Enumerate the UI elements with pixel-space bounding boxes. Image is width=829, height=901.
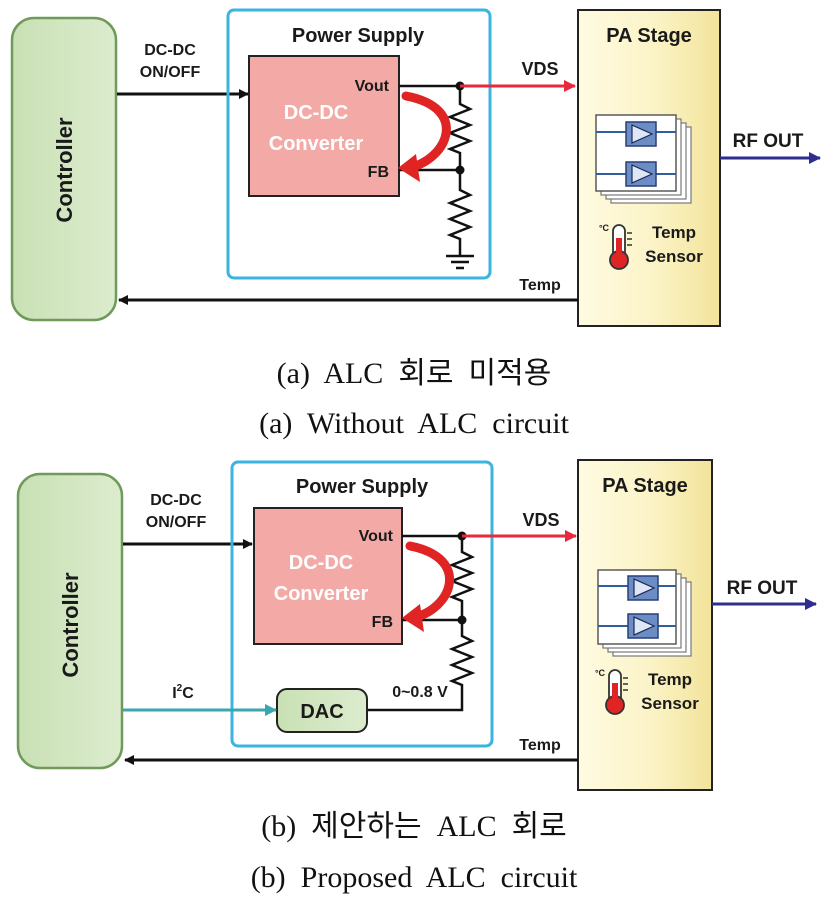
dcdc-onoff-label-b: DC-DC <box>150 492 202 509</box>
resistor-bottom <box>446 170 474 256</box>
dcdc-onoff-label-2: ON/OFF <box>140 64 201 81</box>
feedback-arrow-head-b <box>402 604 424 632</box>
ground-symbol <box>446 254 474 270</box>
temp-deg-label-b: °C <box>595 668 606 678</box>
caption-b-english: (b) Proposed ALC circuit <box>251 861 578 894</box>
feedback-curve-arrow-b <box>405 541 455 623</box>
resistor-bottom-b <box>368 620 476 712</box>
i2c-label: I2C <box>172 683 194 702</box>
controller-label-b: Controller <box>58 572 83 678</box>
rf-out-label-b: RF OUT <box>727 578 798 599</box>
pa-stage-label: PA Stage <box>606 25 692 47</box>
temp-feedback-label-b: Temp <box>519 737 561 754</box>
dac-range-label: 0~0.8 V <box>392 684 448 701</box>
dcdc-onoff-label: DC-DC <box>144 42 196 59</box>
thermometer-icon-b <box>605 669 628 715</box>
power-supply-label-b: Power Supply <box>296 476 429 498</box>
thermometer-icon <box>609 224 632 270</box>
pa-stage-label-b: PA Stage <box>602 475 688 497</box>
dac-label: DAC <box>300 701 343 723</box>
controller-label: Controller <box>52 117 77 223</box>
controller-block <box>10 16 118 322</box>
caption-a-english: (a) Without ALC circuit <box>259 407 570 440</box>
converter-label-b: DC-DC <box>289 552 353 574</box>
power-supply-box-b <box>230 460 494 748</box>
amplifier-stack-icon-b <box>597 569 692 657</box>
temp-deg-label: °C <box>599 223 610 233</box>
amplifier-stack-icon <box>595 114 692 204</box>
resistor-top <box>446 86 474 170</box>
controller-block-b <box>16 472 124 770</box>
temp-sensor-label: Temp <box>652 223 696 242</box>
feedback-curve-arrow <box>401 91 451 173</box>
dcdc-onoff-label-b-2: ON/OFF <box>146 514 207 531</box>
dac-block <box>276 688 368 733</box>
resistor-top-b <box>448 536 476 620</box>
power-supply-label: Power Supply <box>292 25 425 47</box>
temp-sensor-label-b-2: Sensor <box>641 694 699 713</box>
diagram-b: Controller DC-DC ON/OFF Power Supply DC-… <box>16 459 817 894</box>
vout-pin: Vout <box>355 78 390 95</box>
fb-pin: FB <box>368 164 389 181</box>
dcdc-converter-block-b <box>253 507 403 645</box>
converter-label-b-2: Converter <box>274 583 369 605</box>
vout-pin-b: Vout <box>359 528 394 545</box>
power-supply-box <box>226 8 492 280</box>
diagram-a: Controller DC-DC ON/OFF Power Supply DC-… <box>10 8 821 440</box>
caption-b-korean: (b) 제안하는 ALC 회로 <box>261 810 567 843</box>
vds-label-b: VDS <box>522 510 559 530</box>
caption-a-korean: (a) ALC 회로 미적용 <box>277 357 552 390</box>
temp-sensor-label-2: Sensor <box>645 247 703 266</box>
converter-label-2: Converter <box>269 133 364 155</box>
vds-label: VDS <box>521 59 558 79</box>
rf-out-label: RF OUT <box>733 131 804 152</box>
temp-sensor-label-b: Temp <box>648 670 692 689</box>
fb-pin-b: FB <box>372 614 393 631</box>
dcdc-converter-block <box>248 55 400 197</box>
feedback-arrow-head <box>398 154 420 182</box>
converter-label: DC-DC <box>284 102 348 124</box>
temp-feedback-label: Temp <box>519 277 561 294</box>
